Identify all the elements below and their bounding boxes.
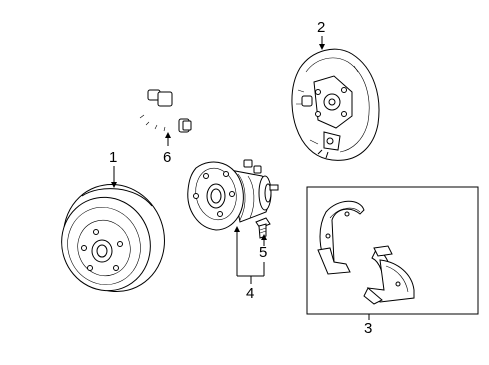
wheel-stud[interactable] xyxy=(255,217,271,239)
callout-3: 3 xyxy=(364,320,373,337)
hub-bearing-assembly[interactable] xyxy=(187,159,279,231)
callout-6: 6 xyxy=(163,149,172,166)
callout-1: 1 xyxy=(109,149,118,166)
callout-4: 4 xyxy=(246,285,255,302)
brake-shoe-kit[interactable] xyxy=(306,186,479,315)
abs-wire-harness[interactable] xyxy=(131,89,192,135)
leader-lines xyxy=(111,36,370,320)
callout-5: 5 xyxy=(259,244,268,261)
brake-drum[interactable] xyxy=(49,170,180,306)
callout-2: 2 xyxy=(317,19,326,36)
backing-plate[interactable] xyxy=(291,48,380,161)
